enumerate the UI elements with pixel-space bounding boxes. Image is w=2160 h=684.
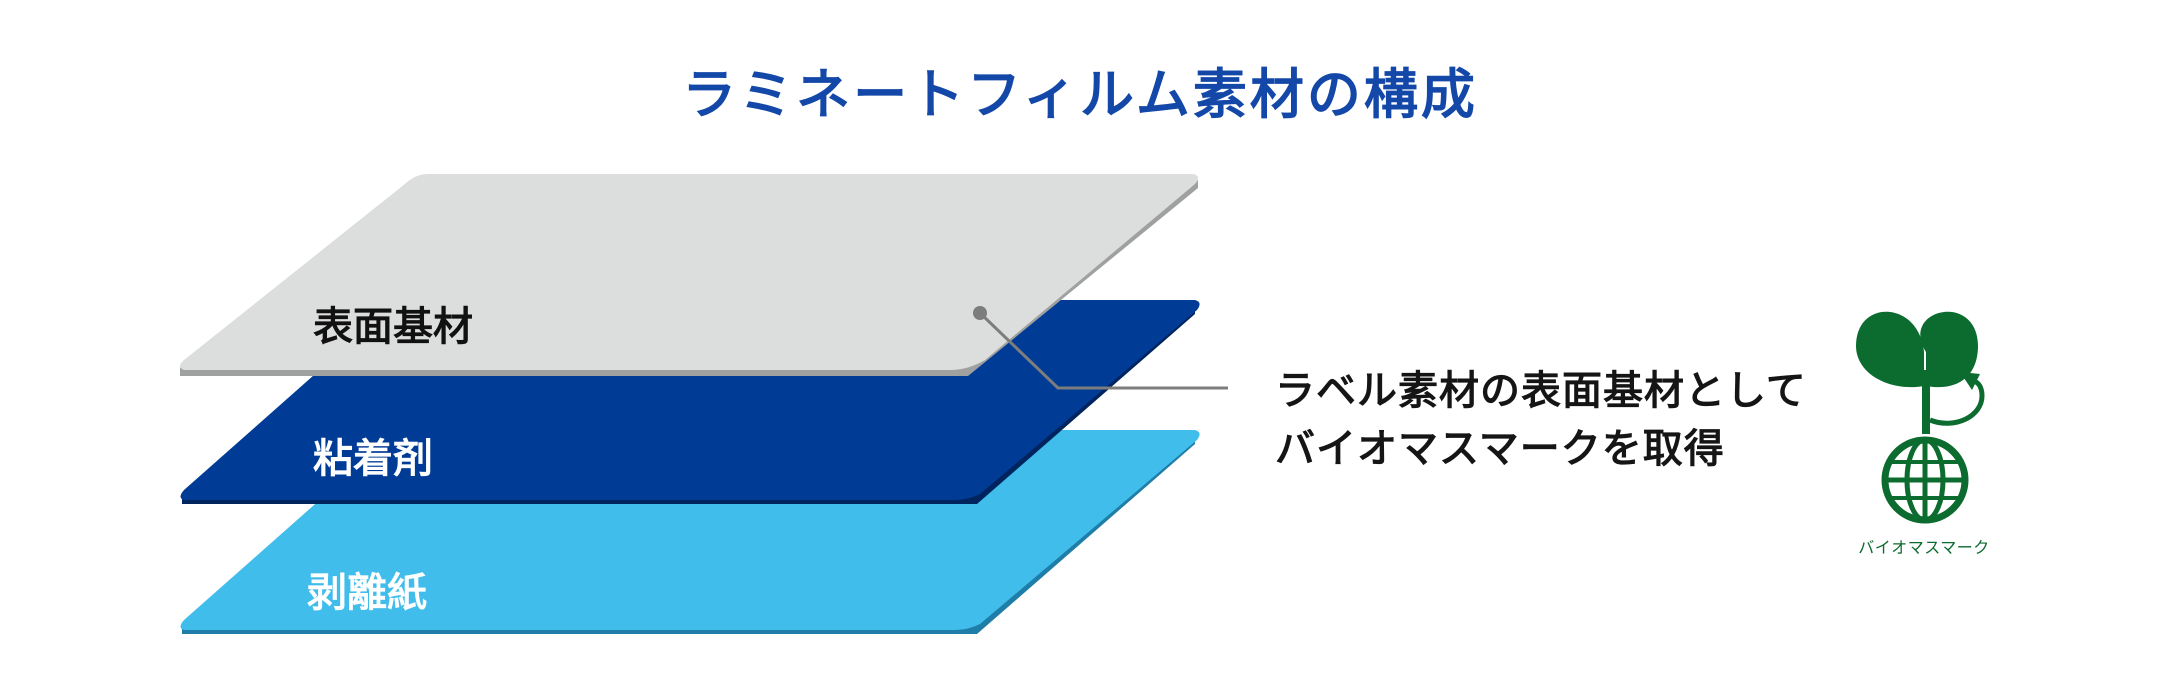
release-liner-label: 剥離紙 [307,570,427,616]
callout-leader [973,306,1228,390]
curl-arrow [1929,377,1985,426]
leader-line [978,311,1228,390]
callout-line-1: ラベル素材の表面基材として [1275,368,1807,414]
biomass-mark-logo [1856,311,1985,524]
surface-substrate-label: 表面基材 [313,304,473,350]
left-leaf [1856,311,1924,388]
right-leaf [1920,311,1978,388]
curl-arrow-head [1960,372,1980,390]
surface-substrate-layer [180,174,1199,376]
biomass-mark-caption: バイオマスマーク [1858,538,1990,557]
surface-substrate-sheet [180,174,1199,370]
page-title: ラミネートフィルム素材の構成 [682,63,1478,126]
callout-text: ラベル素材の表面基材として バイオマスマークを取得 [1275,362,1807,478]
stem [1922,370,1930,434]
callout-line-2: バイオマスマークを取得 [1275,426,1725,472]
adhesive-label: 粘着剤 [313,436,433,482]
